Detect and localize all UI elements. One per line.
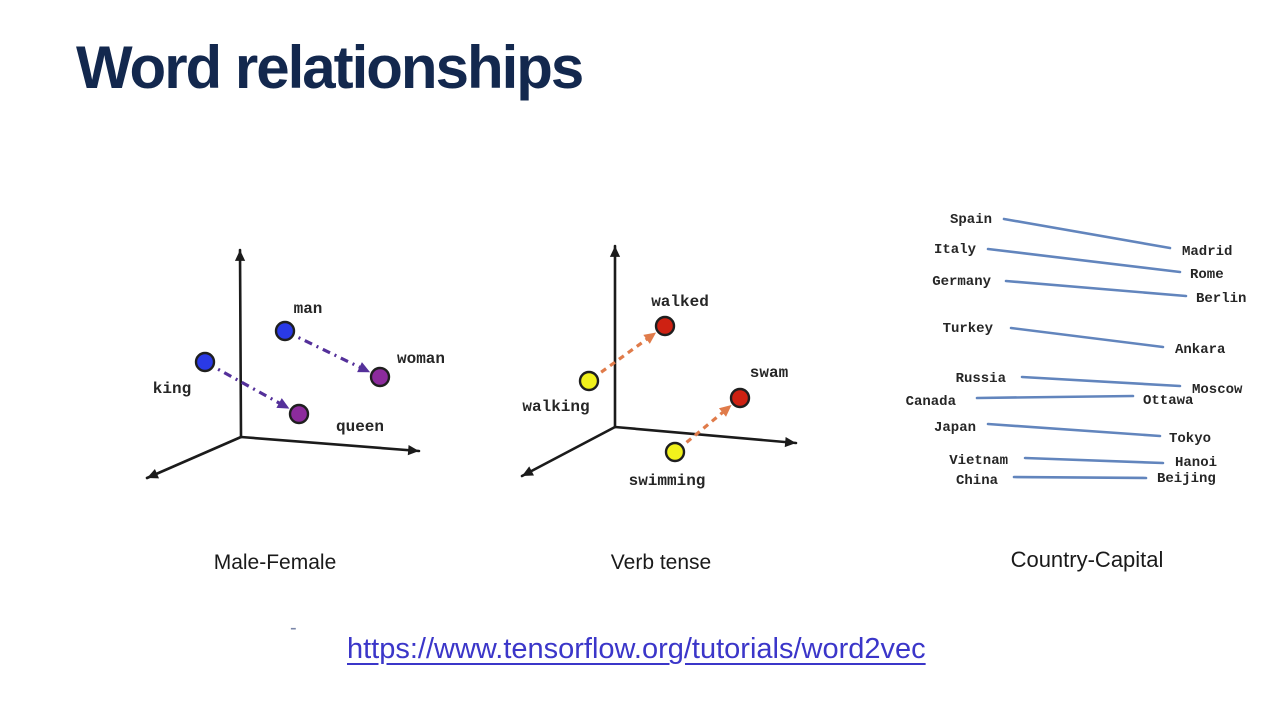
relation-arrow-swimming-swam: [685, 410, 725, 444]
pair-line-vietnam-hanoi: [1023, 456, 1165, 465]
dash-mark: -: [290, 617, 297, 639]
point-label-queen: queen: [336, 418, 384, 436]
z-axis: [520, 425, 617, 478]
country-label-japan: Japan: [934, 420, 976, 436]
point-woman: [369, 366, 391, 388]
y-axis-arrowhead: [609, 246, 621, 257]
y-axis-arrowhead: [234, 250, 246, 261]
caption-country-capital: Country-Capital: [1010, 547, 1164, 572]
relation-arrowhead-woman: [357, 362, 371, 373]
relation-arrow-king-queen: [217, 367, 282, 406]
capital-label-rome: Rome: [1190, 267, 1224, 283]
point-label-swam: swam: [750, 364, 789, 382]
capital-label-tokyo: Tokyo: [1169, 431, 1211, 447]
point-label-woman: woman: [397, 350, 445, 368]
pair-line-russia-moscow: [1020, 375, 1182, 388]
pair-line-japan-tokyo: [986, 422, 1162, 438]
tensorflow-link[interactable]: https://www.tensorflow.org/tutorials/wor…: [347, 633, 926, 665]
point-label-swimming: swimming: [629, 472, 706, 490]
caption-verb-tense: Verb tense: [610, 551, 712, 574]
country-label-spain: Spain: [950, 212, 992, 228]
relation-arrow-man-woman: [297, 336, 362, 370]
country-label-germany: Germany: [932, 274, 991, 290]
country-label-turkey: Turkey: [943, 321, 994, 337]
pair-line-italy-rome: [986, 247, 1182, 274]
point-swam: [729, 387, 751, 409]
country-label-china: China: [956, 473, 999, 489]
point-walking: [578, 370, 600, 392]
capital-label-ankara: Ankara: [1175, 342, 1226, 358]
relation-arrowhead-walked: [643, 332, 657, 344]
point-queen: [288, 403, 310, 425]
x-axis-arrowhead: [407, 445, 419, 456]
country-label-russia: Russia: [956, 371, 1007, 387]
x-axis: [613, 425, 798, 445]
capital-label-ottawa: Ottawa: [1143, 393, 1194, 409]
point-swimming: [664, 441, 686, 463]
y-axis: [238, 248, 243, 439]
x-axis-arrowhead: [784, 436, 796, 448]
country-label-vietnam: Vietnam: [949, 453, 1008, 469]
country-label-canada: Canada: [906, 394, 957, 410]
capital-label-moscow: Moscow: [1192, 382, 1243, 398]
capital-label-madrid: Madrid: [1182, 244, 1232, 260]
pair-line-canada-ottawa: [975, 394, 1135, 400]
point-walked: [654, 315, 676, 337]
male-female-plot: king man woman queen: [145, 248, 445, 480]
point-king: [194, 351, 216, 373]
relation-arrowhead-swam: [718, 405, 732, 417]
pair-line-germany-berlin: [1004, 279, 1188, 298]
caption-male-female: Male-Female: [213, 551, 337, 574]
point-label-king: king: [153, 380, 191, 398]
capital-label-berlin: Berlin: [1196, 291, 1246, 307]
point-label-walking: walking: [522, 398, 589, 416]
country-label-italy: Italy: [934, 242, 977, 258]
capital-label-beijing: Beijing: [1157, 471, 1216, 487]
capital-label-hanoi: Hanoi: [1175, 455, 1217, 471]
point-label-walked: walked: [651, 293, 709, 311]
point-man: [274, 320, 296, 342]
relation-arrow-walking-walked: [600, 337, 649, 374]
z-axis-arrowhead: [147, 468, 159, 479]
point-label-man: man: [294, 300, 323, 318]
relation-arrowhead-queen: [276, 398, 290, 409]
z-axis-arrowhead: [522, 466, 534, 476]
x-axis: [239, 435, 421, 453]
verb-tense-plot: walking walked swimming swam: [520, 244, 798, 490]
pair-line-spain-madrid: [1002, 217, 1172, 250]
z-axis: [145, 435, 243, 480]
page-title: Word relationships: [76, 34, 584, 101]
pair-line-turkey-ankara: [1009, 326, 1165, 349]
pair-line-china-beijing: [1012, 475, 1148, 480]
